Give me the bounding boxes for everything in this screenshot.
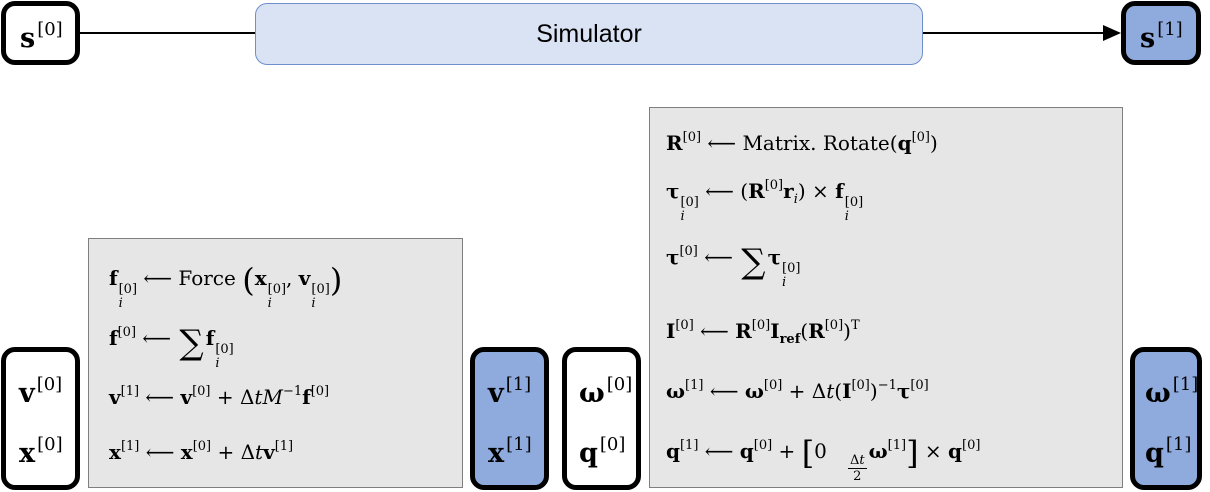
eq-velocity-update: v[1] ⟵ v[0] + ΔtM−1f[0] bbox=[109, 384, 330, 409]
rotation-input-box: ω[0] q[0] bbox=[562, 347, 641, 490]
position-out: x[1] bbox=[488, 434, 532, 469]
rotation-output-box: ω[1] q[1] bbox=[1130, 347, 1202, 490]
eq-inertia: I[0] ⟵ R[0]Iref(R[0])T bbox=[666, 318, 860, 347]
omega-in: ω[0] bbox=[579, 374, 633, 409]
eq-force: f[0]i ⟵ Force (x[0]i, v[0]i) bbox=[109, 261, 343, 311]
rotation-equations-panel: R[0] ⟵ Matrix. Rotate(q[0]) τ[0]i ⟵ (R[0… bbox=[649, 107, 1123, 488]
eq-omega-update: ω[1] ⟵ ω[0] + Δt(I[0])−1τ[0] bbox=[666, 378, 929, 403]
quaternion-in: q[0] bbox=[579, 434, 626, 469]
state-out-box: s[1] bbox=[1121, 1, 1201, 65]
state-in-label: s[0] bbox=[20, 19, 63, 54]
eq-torque-i: τ[0]i ⟵ (R[0]ri) × f[0]i bbox=[666, 178, 864, 224]
translation-input-box: v[0] x[0] bbox=[1, 347, 80, 490]
eq-torque-sum: τ[0] ⟵ ∑τ[0]i bbox=[666, 242, 801, 290]
omega-out: ω[1] bbox=[1145, 374, 1199, 409]
translation-equations-panel: f[0]i ⟵ Force (x[0]i, v[0]i) f[0] ⟵ ∑f[0… bbox=[88, 238, 463, 488]
translation-output-box: v[1] x[1] bbox=[470, 347, 549, 490]
state-out-label: s[1] bbox=[1140, 19, 1183, 54]
velocity-in: v[0] bbox=[19, 374, 63, 409]
eq-force-sum: f[0] ⟵ ∑f[0]i bbox=[109, 323, 234, 371]
eq-position-update: x[1] ⟵ x[0] + Δtv[1] bbox=[109, 439, 294, 464]
simulator-block: Simulator bbox=[255, 3, 923, 65]
velocity-out: v[1] bbox=[488, 374, 532, 409]
state-in-box: s[0] bbox=[1, 1, 80, 65]
eq-rotation-matrix: R[0] ⟵ Matrix. Rotate(q[0]) bbox=[666, 130, 938, 155]
simulator-label: Simulator bbox=[536, 19, 642, 48]
position-in: x[0] bbox=[19, 434, 63, 469]
quaternion-out: q[1] bbox=[1145, 434, 1192, 469]
